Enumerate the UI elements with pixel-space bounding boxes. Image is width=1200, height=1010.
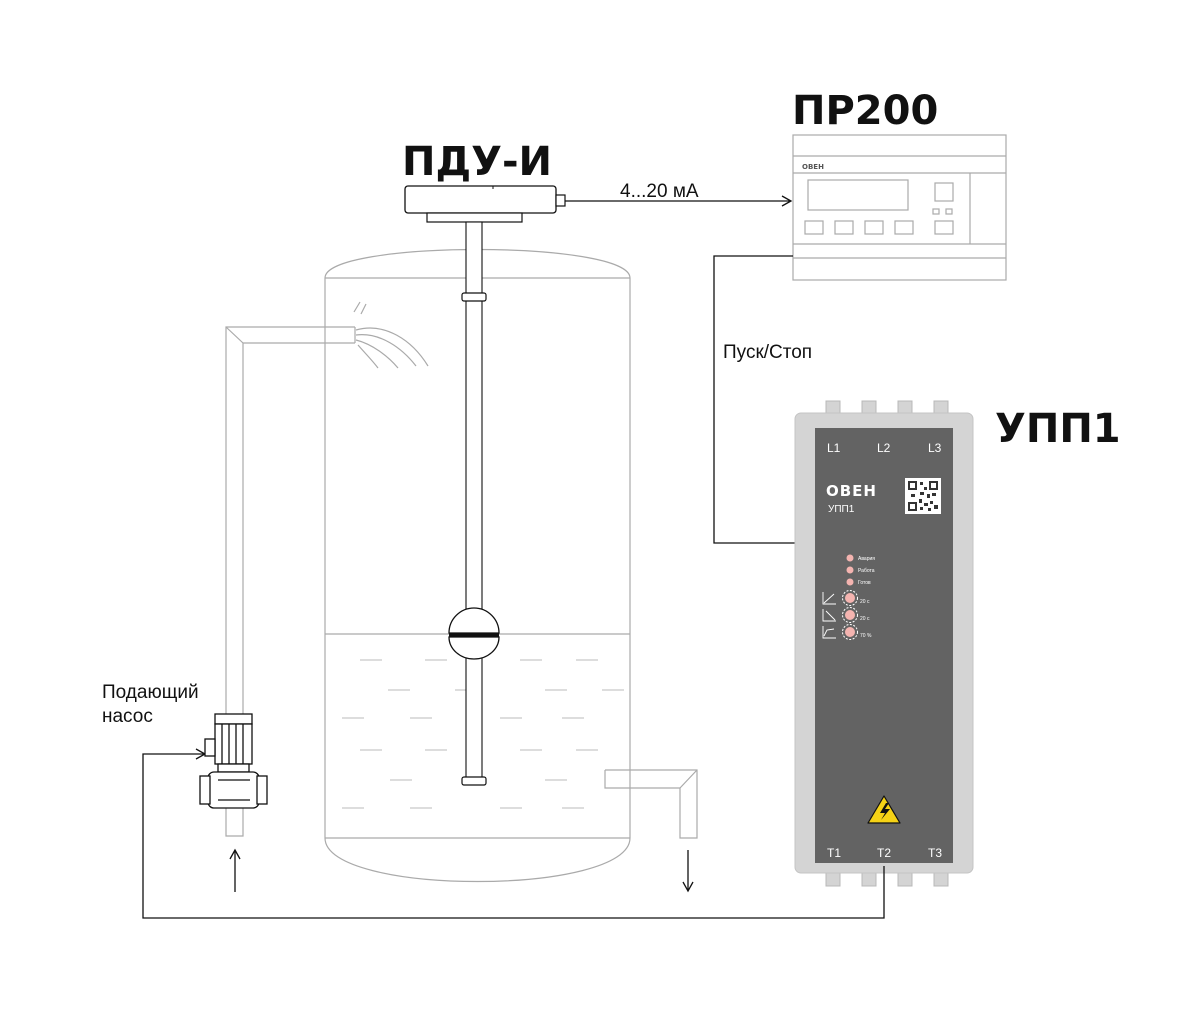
- controller-pr200: [792, 134, 1007, 281]
- outlet-pipe: [604, 769, 698, 839]
- start-stop-line: [713, 255, 795, 544]
- feed-pipe: [225, 301, 429, 714]
- adjust-knobs: [822, 590, 858, 640]
- controller-key-5: [934, 220, 954, 235]
- starter-brand-logo: ОВЕН: [826, 482, 877, 500]
- starter-model-label: УПП1: [828, 504, 855, 515]
- starter-title: УПП1: [995, 406, 1121, 452]
- sensor-connector: [555, 194, 566, 207]
- starter-terminal-t3: T3: [928, 846, 942, 860]
- sensor-title: ПДУ-И: [402, 139, 552, 185]
- knob-decel-time: [845, 610, 855, 620]
- start-stop-label: Пуск/Стоп: [723, 342, 812, 363]
- liquid-ripples: [342, 659, 624, 809]
- warning-sign: [867, 795, 901, 824]
- sensor-rod: [465, 221, 483, 783]
- analog-signal-line: [565, 195, 793, 207]
- starter-terminal-t1: T1: [827, 846, 841, 860]
- knob-accel-time: [845, 593, 855, 603]
- controller-display: [807, 179, 909, 211]
- knob-voltage-value: 70 %: [860, 633, 872, 639]
- storage-tank: [324, 248, 631, 883]
- rod-clamp-lower: [461, 776, 487, 786]
- led-run: [846, 566, 854, 574]
- controller-key-2: [834, 220, 854, 235]
- starter-terminal-l1: L1: [827, 441, 841, 455]
- float-ball: [448, 607, 500, 660]
- pump-label-line2: насос: [102, 706, 153, 727]
- rod-clamp-upper: [461, 292, 487, 302]
- led-ready-label: Готов: [858, 580, 871, 586]
- pump-label-line1: Подающий: [102, 682, 199, 703]
- knob-accel-value: 20 с: [860, 599, 870, 605]
- outflow-arrow: [682, 850, 694, 893]
- pump-motor: [214, 723, 253, 765]
- controller-key-3: [864, 220, 884, 235]
- controller-title: ПР200: [792, 88, 938, 134]
- pump-flange-left: [199, 775, 211, 805]
- starter-terminal-l2: L2: [877, 441, 891, 455]
- led-alarm: [846, 554, 854, 562]
- level-sensor-pdu-i: [404, 185, 566, 786]
- pump-inlet-pipe: [225, 808, 244, 837]
- pump-flange-right: [256, 775, 268, 805]
- led-run-label: Работа: [858, 568, 875, 574]
- starter-terminal-t2: T2: [877, 846, 891, 860]
- knob-decel-value: 20 с: [860, 616, 870, 622]
- controller-key-1: [804, 220, 824, 235]
- status-leds: [846, 554, 854, 586]
- led-ready: [846, 578, 854, 586]
- qr-code: [905, 478, 941, 514]
- controller-key-4: [894, 220, 914, 235]
- starter-terminal-l3: L3: [928, 441, 942, 455]
- signal-label: 4...20 мА: [620, 181, 699, 202]
- pump-terminal-box: [204, 738, 216, 757]
- inflow-arrow: [229, 848, 241, 892]
- starter-top-clamps: [825, 400, 949, 416]
- water-stream: [353, 301, 429, 369]
- controller-brand: ОВЕН: [802, 163, 824, 171]
- feed-pump: [199, 713, 268, 809]
- pump-motor-cap: [214, 713, 253, 725]
- pump-housing: [207, 771, 260, 809]
- soft-starter-upp1: [794, 400, 974, 887]
- led-alarm-label: Авария: [858, 556, 875, 562]
- sensor-flange: [426, 212, 523, 223]
- knob-start-voltage: [845, 627, 855, 637]
- sensor-head: [404, 185, 557, 214]
